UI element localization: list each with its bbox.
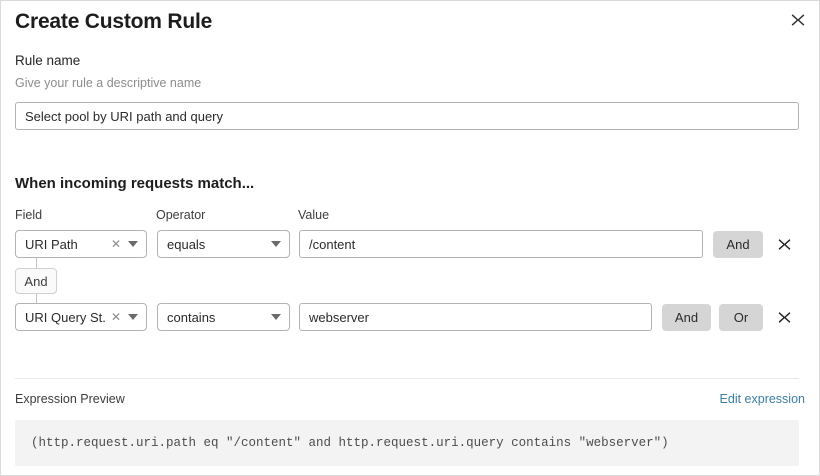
- field-select-row-2[interactable]: URI Query St... ✕: [15, 303, 147, 331]
- remove-condition-row-2[interactable]: [773, 306, 795, 328]
- connector-line-top: [36, 258, 37, 269]
- or-button-row-2[interactable]: Or: [719, 304, 763, 331]
- connector-line-bottom: [36, 294, 37, 304]
- chevron-down-icon: [128, 314, 138, 320]
- connector-chip-and[interactable]: And: [15, 268, 57, 294]
- value-input-row-1[interactable]: [299, 230, 703, 258]
- column-header-operator: Operator: [156, 208, 206, 222]
- chevron-down-icon: [271, 241, 281, 247]
- and-button-row-1[interactable]: And: [713, 231, 763, 258]
- operator-select-row-2[interactable]: contains: [157, 303, 290, 331]
- field-select-row-1[interactable]: URI Path ✕: [15, 230, 147, 258]
- rule-name-input[interactable]: [15, 102, 799, 130]
- field-select-row-1-value: URI Path: [25, 236, 78, 252]
- preview-divider: [15, 378, 799, 379]
- expression-preview-box: (http.request.uri.path eq "/content" and…: [15, 420, 799, 466]
- expression-preview-label: Expression Preview: [15, 392, 125, 406]
- chevron-down-icon: [271, 314, 281, 320]
- clear-icon[interactable]: ✕: [110, 310, 121, 324]
- column-header-field: Field: [15, 208, 43, 222]
- close-icon[interactable]: [785, 7, 811, 33]
- and-button-row-2[interactable]: And: [662, 304, 711, 331]
- clear-icon[interactable]: ✕: [110, 237, 121, 251]
- rule-name-label: Rule name: [15, 53, 81, 68]
- remove-icon: [778, 238, 790, 250]
- close-glyph: [791, 14, 805, 26]
- remove-condition-row-1[interactable]: [773, 233, 795, 255]
- operator-select-row-1[interactable]: equals: [157, 230, 290, 258]
- operator-select-row-2-value: contains: [167, 309, 216, 325]
- conditions-heading: When incoming requests match...: [15, 175, 255, 192]
- value-input-row-2[interactable]: [299, 303, 652, 331]
- field-select-row-2-value: URI Query St...: [25, 309, 106, 325]
- remove-icon: [778, 311, 790, 323]
- rule-name-help: Give your rule a descriptive name: [15, 76, 202, 90]
- edit-expression-link[interactable]: Edit expression: [719, 392, 805, 406]
- expression-preview-text: (http.request.uri.path eq "/content" and…: [31, 436, 669, 450]
- chevron-down-icon: [128, 241, 138, 247]
- dialog-title: Create Custom Rule: [15, 10, 213, 33]
- column-header-value: Value: [298, 208, 330, 222]
- operator-select-row-1-value: equals: [167, 236, 206, 252]
